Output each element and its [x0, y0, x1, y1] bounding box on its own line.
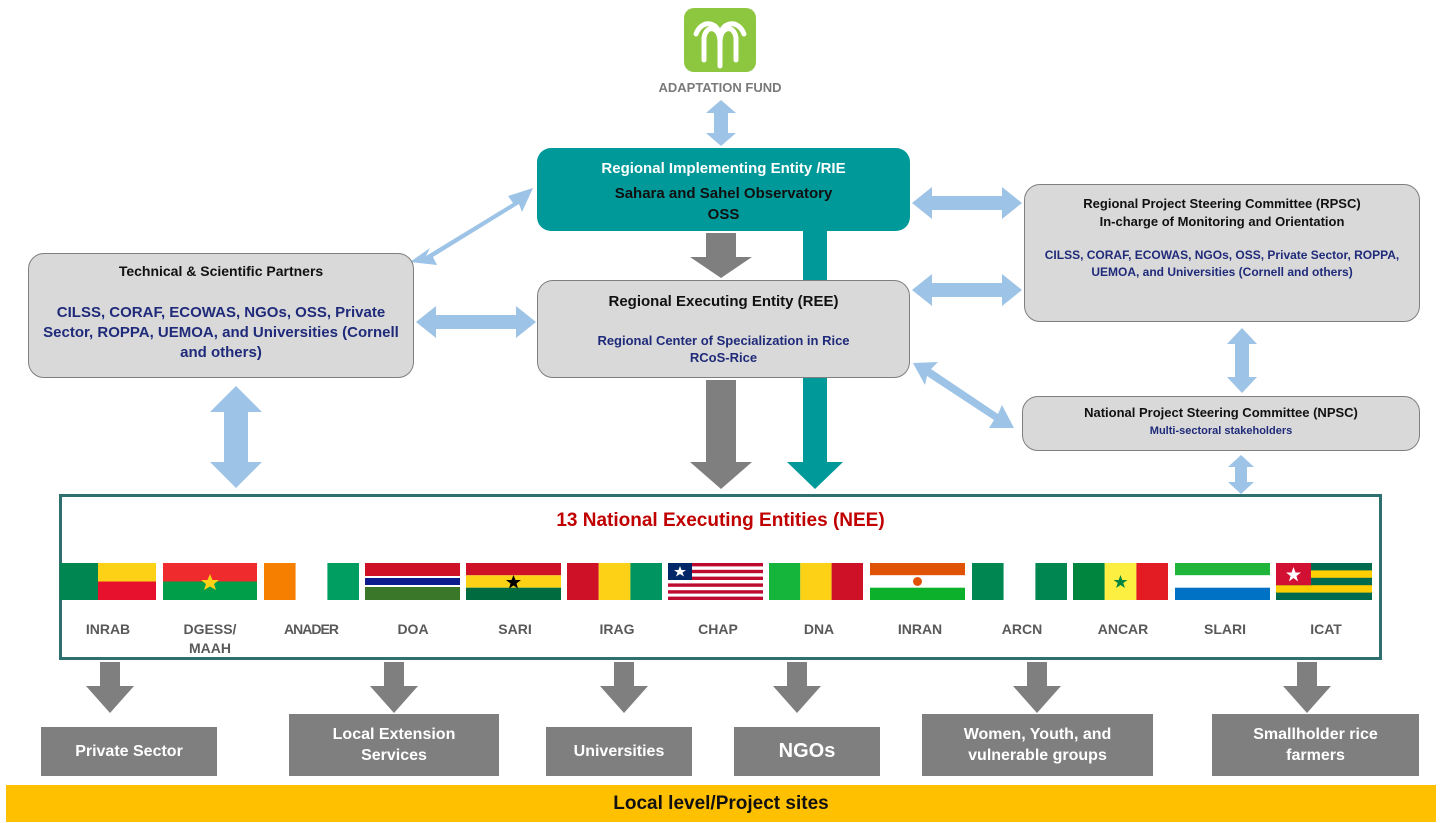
nee-title: 13 National Executing Entities (NEE) [556, 510, 885, 531]
flag-mali [769, 563, 863, 600]
arrow-npsc-nee [1228, 455, 1254, 494]
ree-box: Regional Executing Entity (REE) Regional… [537, 280, 910, 378]
arrow-partners-nee [210, 386, 262, 488]
arrow-rie-ree [690, 233, 752, 278]
arrow-nee-extension [370, 662, 418, 713]
flag-ghana [466, 563, 561, 600]
beneficiary-women-youth: Women, Youth, and vulnerable groups [922, 714, 1153, 776]
arrow-ree-rpsc [912, 274, 1022, 306]
npsc-subtitle: Multi-sectoral stakeholders [1149, 425, 1293, 437]
entity-label-dgess: DGESS/ MAAH [183, 621, 237, 656]
entity-label-inrab: INRAB [85, 621, 131, 637]
partners-members: CILSS, CORAF, ECOWAS, NGOs, OSS, Private… [43, 304, 399, 361]
arrow-rpsc-npsc [1227, 328, 1257, 393]
ree-line2: Regional Center of Specialization in Ric… [597, 333, 850, 348]
flag-nigeria [972, 563, 1067, 600]
rie-line3: OSS [707, 206, 740, 223]
arrow-nee-ngos [773, 662, 821, 713]
rpsc-title: Regional Project Steering Committee (RPS… [1083, 196, 1361, 211]
arrow-nee-private [86, 662, 134, 713]
entity-label-ancar: ANCAR [1097, 621, 1149, 637]
ree-line3: RCoS-Rice [689, 350, 758, 365]
arrow-fund-rie [706, 100, 736, 146]
flag-niger [870, 563, 965, 600]
beneficiary-ngos: NGOs [734, 727, 880, 776]
entity-label-dna: DNA [803, 621, 835, 637]
beneficiary-universities: Universities [546, 727, 692, 776]
entity-label-sari: SARI [498, 621, 532, 637]
arrow-nee-farmers [1283, 662, 1331, 713]
rie-title: Regional Implementing Entity /RIE [601, 160, 846, 177]
ree-title: Regional Executing Entity (REE) [608, 293, 839, 310]
flag-benin [60, 563, 156, 600]
flag-liberia [668, 563, 763, 600]
flag-burkina-faso [163, 563, 257, 600]
entity-label-arcn: ARCN [1001, 621, 1043, 637]
sprout-icon [693, 21, 747, 69]
flag-sierra-leone [1175, 563, 1270, 600]
rpsc-subtitle: In-charge of Monitoring and Orientation [1099, 214, 1345, 229]
flag-cote-divoire [264, 563, 359, 600]
entity-label-chap: CHAP [698, 621, 738, 637]
arrow-nee-universities [600, 662, 648, 713]
flag-gambia [365, 563, 460, 600]
logo-caption: ADAPTATION FUND [658, 80, 782, 95]
arrow-nee-women [1013, 662, 1061, 713]
arrow-ree-nee [690, 380, 752, 489]
beneficiary-extension-services: Local Extension Services [289, 714, 499, 776]
flow-arrows [86, 233, 1331, 713]
arrow-rie-rpsc [912, 187, 1022, 219]
adaptation-fund-logo [684, 8, 756, 72]
entity-label-inran: INRAN [897, 621, 943, 637]
entity-label-slari: SLARI [1204, 621, 1246, 637]
npsc-box: National Project Steering Committee (NPS… [1022, 396, 1420, 451]
partners-box: Technical & Scientific Partners CILSS, C… [28, 253, 414, 378]
rpsc-box: Regional Project Steering Committee (RPS… [1024, 184, 1420, 322]
rpsc-members: CILSS, CORAF, ECOWAS, NGOs, OSS, Private… [1044, 248, 1400, 279]
beneficiary-smallholder-farmers: Smallholder rice farmers [1212, 714, 1419, 776]
rie-box: Regional Implementing Entity /RIE Sahara… [537, 148, 910, 231]
beneficiary-private-sector: Private Sector [41, 727, 217, 776]
entity-label-doa: DOA [397, 621, 429, 637]
link-arrows [210, 100, 1257, 494]
rie-line2: Sahara and Sahel Observatory [614, 185, 833, 202]
arrow-partners-ree [416, 306, 536, 338]
flag-togo [1276, 563, 1372, 600]
npsc-title: National Project Steering Committee (NPS… [1084, 405, 1358, 420]
entity-label-icat: ICAT [1310, 621, 1342, 637]
entity-label-irag: IRAG [599, 621, 635, 637]
flag-guinea [567, 563, 662, 600]
local-level-bar: Local level/Project sites [6, 785, 1436, 822]
arrow-partners-rie [410, 188, 533, 265]
partners-title: Technical & Scientific Partners [118, 263, 324, 279]
entity-label-anader: ANADER [284, 621, 339, 637]
flag-senegal [1073, 563, 1168, 600]
arrow-ree-npsc [913, 362, 1014, 428]
